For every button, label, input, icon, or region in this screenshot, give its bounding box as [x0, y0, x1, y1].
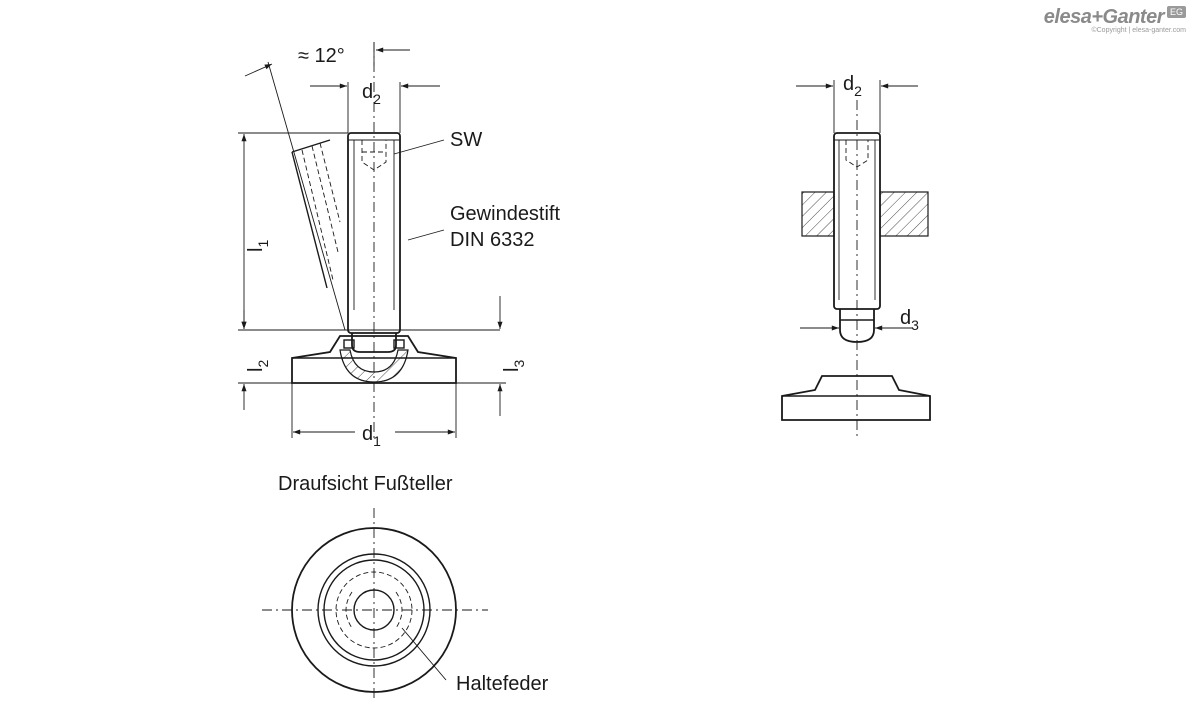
foot-outer-circle: [291, 527, 457, 693]
foot-center-hole: [353, 589, 395, 631]
spring-arc-right: [395, 591, 403, 629]
foot-ring-2: [323, 559, 425, 661]
right-hex-socket-hidden: [845, 140, 869, 168]
foot-base: [291, 335, 457, 384]
angle-line-tilt: [267, 61, 346, 331]
mounting-plate-left: [801, 191, 835, 237]
right-d2-label: d2: [843, 73, 862, 99]
right-foot-base: [781, 375, 931, 421]
gewindestift-label-2: DIN 6332: [450, 229, 535, 251]
right-ball-neck: [839, 309, 875, 343]
gewindestift-label-1: Gewindestift: [450, 203, 560, 225]
top-view: Draufsicht Fußteller Haltefeder: [262, 473, 549, 702]
mounting-plate-right: [879, 191, 929, 237]
brand-copyright: ©Copyright | elesa-ganter.com: [1091, 27, 1186, 34]
spring-clip-left: [343, 339, 355, 349]
ball-socket-section: [339, 349, 409, 383]
side-view-left: ≈ 12° d2 SW Gewindestift DIN 6332 l1 l2 …: [238, 42, 560, 449]
l1-label: l1: [245, 240, 271, 252]
right-screw-shaft: [833, 132, 881, 310]
haltefeder-leader: [401, 627, 447, 681]
sw-leader: [393, 139, 445, 155]
foot-ring-hidden: [335, 571, 413, 649]
spring-clip-right: [393, 339, 405, 349]
d3-label: d3: [900, 307, 919, 333]
side-view-right: d2 d3: [781, 73, 931, 440]
gewindestift-leader: [407, 229, 445, 241]
sw-label: SW: [450, 129, 482, 151]
spring-arc-left: [345, 591, 353, 629]
draufsicht-label: Draufsicht Fußteller: [278, 473, 453, 495]
angle-arrow: [244, 63, 273, 77]
haltefeder-label: Haltefeder: [456, 673, 549, 695]
screw-shaft: [347, 132, 401, 334]
foot-ring-1: [317, 553, 431, 667]
l2-label: l2: [245, 360, 271, 372]
hex-socket-hidden: [361, 140, 387, 171]
d1-label: d1: [362, 423, 381, 449]
angle-label: ≈ 12°: [298, 45, 345, 67]
tilted-ghost-screw: [291, 139, 341, 289]
l3-label: l3: [501, 360, 527, 372]
brand-logo-text: elesa+Ganter: [1043, 6, 1165, 28]
brand-badge: EG: [1166, 6, 1186, 18]
d2-label: d2: [362, 81, 381, 107]
